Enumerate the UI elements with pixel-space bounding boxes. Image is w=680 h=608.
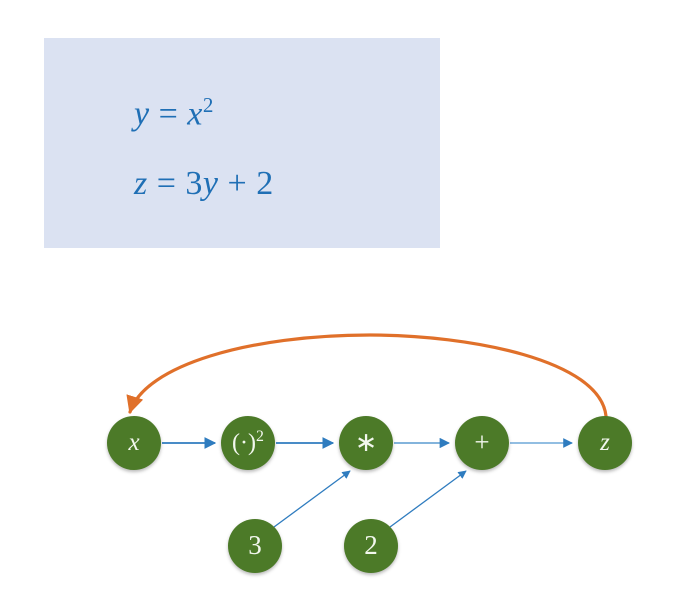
equation-line-2: z = 3y + 2 [134,165,274,204]
graph-node-const-2[interactable]: 2 [344,519,398,573]
edge-z-to-x-backward [126,333,608,418]
graph-node-multiply[interactable]: ∗ [339,416,393,470]
graph-node-z-label: z [600,428,610,456]
graph-node-const-3-label: 3 [248,529,262,560]
equation-panel: y = x2 z = 3y + 2 [44,38,440,248]
equation-1-text: y = x2 [134,93,214,133]
graph-node-const-3[interactable]: 3 [228,519,282,573]
graph-node-x[interactable]: x [107,416,161,470]
graph-node-square[interactable]: (·)2 [221,416,275,470]
graph-node-square-label: (·)2 [232,428,264,456]
graph-node-add[interactable]: + [455,416,509,470]
graph-node-multiply-label: ∗ [354,426,378,457]
graph-node-z[interactable]: z [578,416,632,470]
graph-node-const-2-label: 2 [364,529,378,560]
equation-2-text: z = 3y + 2 [134,165,274,202]
edge-const3-to-mul [273,470,351,528]
edge-const2-to-add [389,470,467,528]
equation-line-1: y = x2 [134,93,214,134]
graph-node-x-label: x [128,428,140,456]
graph-node-add-label: + [474,426,490,457]
